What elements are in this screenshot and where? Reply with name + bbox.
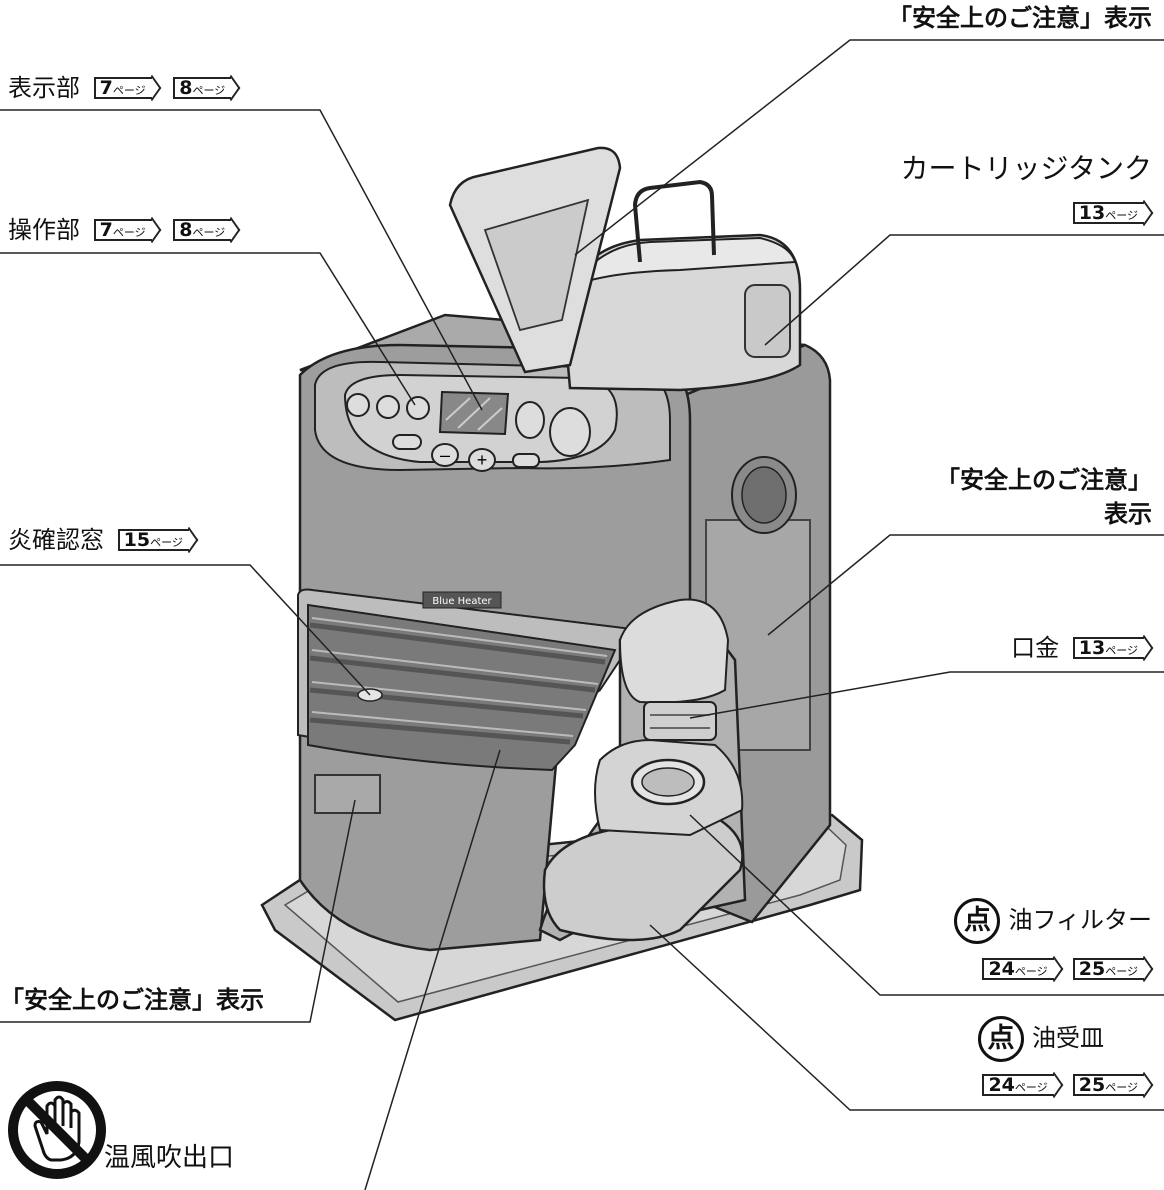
- label-caution-right-line1: 「安全上のご注意」: [936, 466, 1152, 494]
- leader-caution-left: [0, 799, 356, 1023]
- label-cap: 口金 13ページ: [1011, 634, 1152, 662]
- label-operation-section-text: 操作部: [8, 216, 80, 244]
- label-oil-filter: 点油フィルター: [954, 898, 1152, 944]
- page-ref-button[interactable]: 13ページ: [1072, 637, 1152, 659]
- page-ref-button[interactable]: 15ページ: [117, 529, 197, 551]
- caution-label-plate: [314, 774, 381, 814]
- label-oil-tray-text: 油受皿: [1032, 1024, 1104, 1052]
- page-ref-button[interactable]: 25ページ: [1072, 958, 1152, 980]
- page-ref-button[interactable]: 24ページ: [982, 1074, 1061, 1096]
- oil-filter-page-refs: 24ページ 25ページ: [976, 958, 1152, 981]
- svg-text:–: –: [440, 445, 450, 465]
- leader-cartridge-tank: [764, 234, 1164, 346]
- label-oil-filter-text: 油フィルター: [1008, 906, 1152, 934]
- page-ref-button[interactable]: 8ページ: [173, 219, 239, 241]
- label-cap-text: 口金: [1011, 634, 1060, 662]
- page-ref-button[interactable]: 7ページ: [93, 77, 160, 99]
- label-display-section: 表示部 7ページ 8ページ: [8, 74, 239, 102]
- page-ref-button[interactable]: 24ページ: [982, 958, 1061, 980]
- leader-caution-right: [767, 534, 1164, 636]
- label-display-section-text: 表示部: [8, 74, 80, 102]
- brand-logo: Blue Heater: [432, 596, 492, 607]
- cap: [643, 701, 717, 741]
- leader-oil-filter: [689, 814, 1164, 996]
- label-caution-right-line2: 表示: [1104, 500, 1152, 528]
- cartridge-tank-page-refs: 13ページ: [1067, 202, 1152, 225]
- page-ref-button[interactable]: 13ページ: [1072, 202, 1152, 224]
- leader-lines: [0, 39, 1164, 1190]
- leader-operation-section: [0, 252, 416, 406]
- label-caution-left: 「安全上のご注意」表示: [0, 986, 264, 1014]
- leader-oil-tray: [649, 924, 1164, 1111]
- inspection-mark-icon: 点: [954, 898, 1001, 944]
- page-ref-button[interactable]: 25ページ: [1072, 1074, 1152, 1096]
- label-flame-window: 炎確認窓 15ページ: [8, 526, 197, 554]
- page-ref-button[interactable]: 7ページ: [93, 219, 160, 241]
- label-flame-window-text: 炎確認窓: [8, 526, 104, 554]
- label-operation-section: 操作部 7ページ 8ページ: [8, 216, 239, 244]
- oil-tray: [542, 818, 744, 942]
- inspection-mark-icon: 点: [978, 1016, 1024, 1062]
- page-ref-button[interactable]: 8ページ: [173, 77, 239, 99]
- leader-flame-window: [0, 564, 371, 696]
- oil-tray-page-refs: 24ページ 25ページ: [976, 1074, 1152, 1097]
- leader-caution-top: [574, 39, 1164, 256]
- label-cartridge-tank: カートリッジタンク: [900, 152, 1152, 185]
- label-oil-tray: 点油受皿: [978, 1016, 1104, 1062]
- label-caution-top: 「安全上のご注意」表示: [888, 4, 1152, 32]
- label-hot-air-outlet: 温風吹出口: [104, 1143, 235, 1173]
- no-touch-hand-icon: [8, 1081, 106, 1179]
- svg-text:+: +: [477, 450, 488, 470]
- leader-hot-air-outlet: [364, 749, 501, 1190]
- leader-cap: [689, 671, 1164, 719]
- leader-display-section: [0, 109, 483, 411]
